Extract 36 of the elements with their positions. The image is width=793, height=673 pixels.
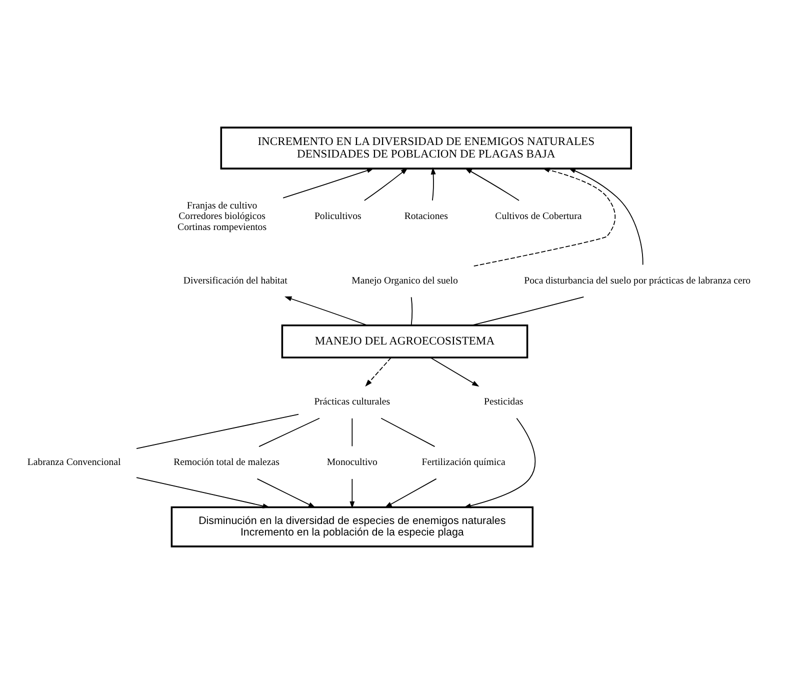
node-text: Monocultivo bbox=[326, 456, 378, 468]
node-text: Policultivos bbox=[314, 210, 362, 222]
arrow bbox=[256, 478, 316, 508]
node-box: MANEJO DEL AGROECOSISTEMA bbox=[281, 324, 528, 358]
node-text: Franjas de cultivo Corredores biológicos Cortinas rompevientos bbox=[178, 200, 267, 232]
connector bbox=[258, 417, 320, 446]
node-box: INCREMENTO EN LA DIVERSIDAD DE ENEMIGOS NATURALES DENSIDADES DE POBLACION DE PLAGAS BAJA bbox=[220, 126, 632, 169]
node-text: Cultivos de Cobertura bbox=[495, 210, 582, 222]
connector bbox=[470, 296, 584, 326]
node-box: Disminución en la diversidad de especies de enemigos naturales Incremento en la población de la especie plaga bbox=[170, 506, 534, 547]
node-text: Fertilización química bbox=[422, 456, 506, 468]
arrow bbox=[350, 478, 355, 508]
connector bbox=[136, 413, 299, 448]
node-text: Remoción total de malezas bbox=[174, 456, 280, 468]
arrow bbox=[364, 167, 408, 200]
arrow bbox=[430, 166, 436, 200]
arrow bbox=[282, 168, 374, 198]
arrow bbox=[464, 167, 520, 200]
node-text: Rotaciones bbox=[404, 210, 448, 222]
arrow bbox=[136, 476, 270, 508]
arrow bbox=[473, 167, 616, 266]
connector bbox=[380, 417, 436, 446]
node-text: Poca disturbancia del suelo por prácticas de labranza cero bbox=[524, 274, 751, 286]
node-text: Diversificación del habitat bbox=[183, 274, 288, 286]
arrow bbox=[384, 478, 437, 508]
arrow bbox=[568, 168, 644, 265]
arrow bbox=[365, 356, 392, 386]
arrow bbox=[464, 417, 536, 508]
connector bbox=[352, 417, 353, 446]
arrow bbox=[284, 296, 368, 326]
arrow bbox=[430, 356, 480, 386]
node-text: Prácticas culturales bbox=[314, 396, 390, 408]
node-text: Pesticidas bbox=[484, 396, 524, 408]
connector bbox=[410, 296, 413, 325]
node-text: Labranza Convencional bbox=[27, 456, 121, 468]
node-text: Manejo Organico del suelo bbox=[352, 274, 458, 286]
